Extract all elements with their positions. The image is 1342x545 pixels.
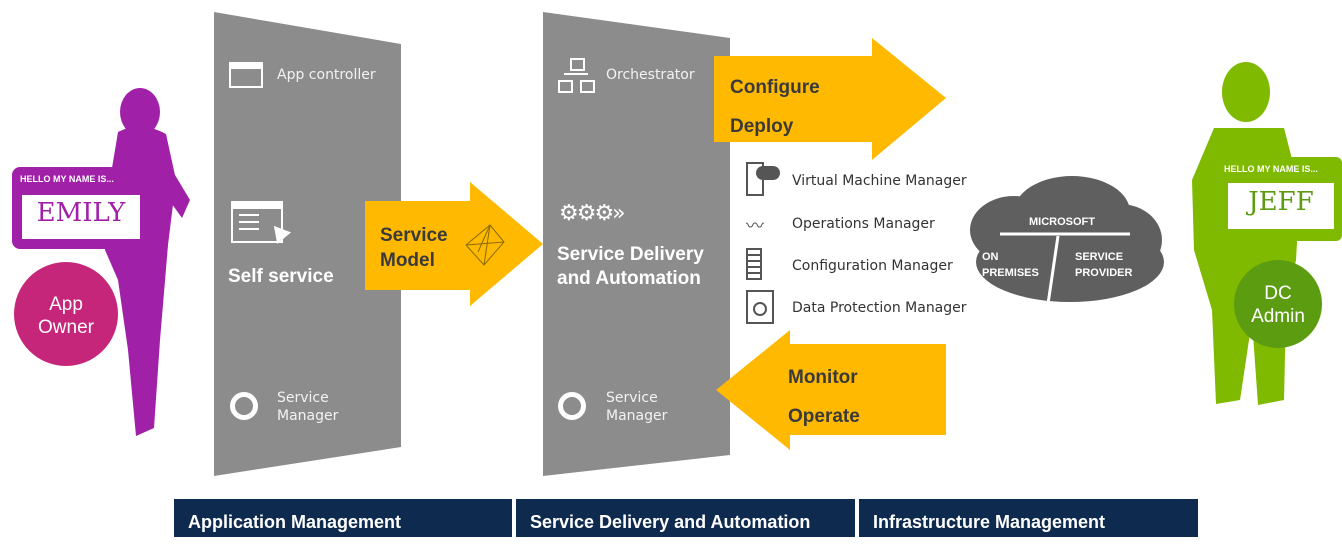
bar-application-management: Application Management (174, 499, 512, 537)
service-delivery-line1: Service Delivery (557, 244, 704, 265)
service-model-label: Service Model (380, 223, 448, 273)
cloud-right-line1: SERVICE (1075, 251, 1123, 263)
app-owner-line2: Owner (38, 317, 94, 338)
jeff-name-tag (1218, 157, 1342, 241)
orchestrator-label: Orchestrator (606, 67, 695, 83)
monitor-operate-arrow (716, 330, 946, 450)
tool-label-config: Configuration Manager (792, 258, 953, 274)
middle-sm-line1: Service (606, 390, 658, 406)
service-model-line1: Service (380, 225, 448, 246)
service-model-line2: Model (380, 250, 435, 271)
backup-clock-icon (746, 290, 774, 324)
configure-deploy-arrow (714, 38, 946, 160)
jeff-name: JEFF (1248, 187, 1314, 217)
service-delivery-line2: and Automation (557, 268, 701, 289)
emily-silhouette (105, 88, 190, 436)
tool-label-vmm: Virtual Machine Manager (792, 173, 967, 189)
app-controller-label: App controller (277, 67, 376, 83)
left-sm-line1: Service (277, 390, 329, 406)
configure-deploy-label: Configure Deploy (730, 68, 820, 146)
cloud-dividers (1000, 232, 1130, 305)
self-service-label: Self service (228, 266, 334, 287)
cloud-left-line1: ON (982, 251, 999, 263)
service-manager-icon-2 (558, 392, 586, 420)
monitor-operate-label: Monitor Operate (788, 358, 860, 436)
tool-label-ops: Operations Manager (792, 216, 935, 232)
service-delivery-label: Service Delivery and Automation (557, 243, 704, 291)
middle-panel (543, 12, 730, 476)
pulse-icon: 〰 (746, 216, 764, 237)
config-building-icon (746, 248, 762, 280)
emily-name-tag (12, 167, 154, 249)
monitor-line: Monitor (788, 367, 858, 388)
bar-service-delivery: Service Delivery and Automation (516, 499, 855, 537)
app-owner-label: App Owner (14, 293, 118, 339)
operate-line: Operate (788, 406, 860, 427)
middle-service-manager-label: Service Manager (606, 389, 667, 425)
jeff-tag-header: HELLO MY NAME IS... (1224, 164, 1318, 174)
emily-tag-header: HELLO MY NAME IS... (20, 174, 114, 184)
middle-sm-line2: Manager (606, 408, 668, 424)
emily-name: EMILY (36, 198, 126, 228)
wireframe-icon (465, 224, 505, 266)
left-sm-line2: Manager (277, 408, 339, 424)
bar-infrastructure-management: Infrastructure Management (859, 499, 1198, 537)
service-model-arrow (365, 182, 543, 306)
dc-admin-line1: DC (1264, 283, 1292, 304)
configure-line: Configure (730, 77, 820, 98)
dc-admin-badge (1234, 260, 1322, 348)
left-panel (214, 12, 401, 476)
app-owner-line1: App (49, 294, 83, 315)
dc-admin-line2: Admin (1251, 306, 1305, 327)
cloud-top-label: MICROSOFT (1029, 216, 1095, 228)
deploy-line: Deploy (730, 116, 794, 137)
orchestrator-icon (558, 58, 595, 93)
app-owner-badge (14, 262, 118, 366)
app-controller-icon (229, 62, 263, 88)
tool-label-dpm: Data Protection Manager (792, 300, 967, 316)
dc-admin-label: DC Admin (1234, 282, 1322, 328)
vm-cloud-icon (756, 166, 780, 180)
service-manager-icon (230, 392, 258, 420)
self-service-icon (231, 201, 283, 243)
cloud-left-line2: PREMISES (982, 267, 1039, 279)
cloud-right-line2: PROVIDER (1075, 267, 1133, 279)
cloud-shape (970, 176, 1164, 302)
gears-chevrons-icon: ⚙⚙⚙» (559, 201, 626, 226)
left-service-manager-label: Service Manager (277, 389, 338, 425)
